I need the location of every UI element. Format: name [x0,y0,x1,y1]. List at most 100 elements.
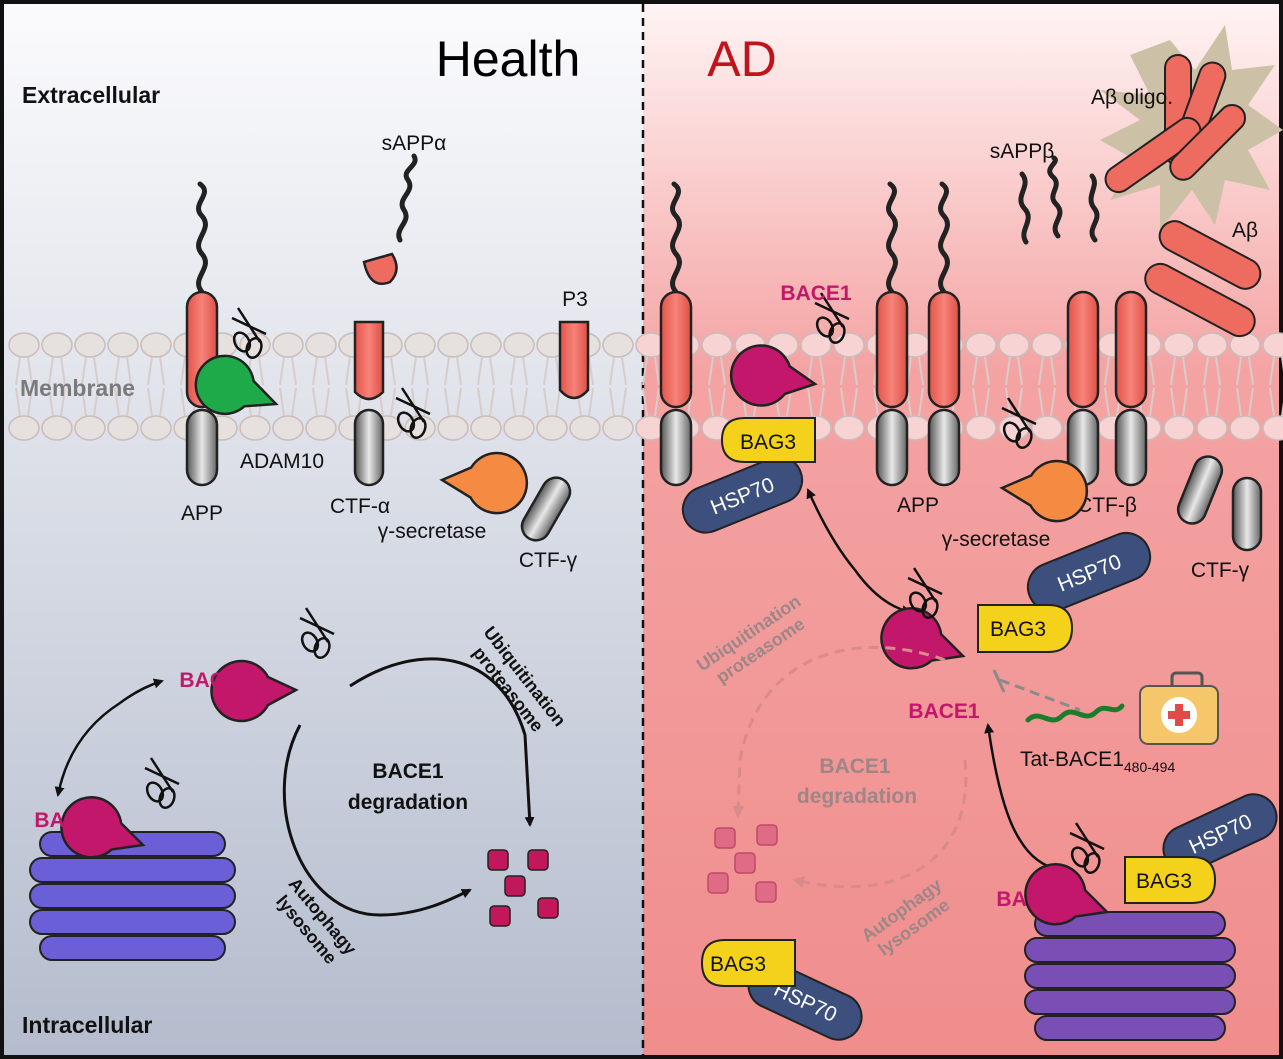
lipid-tail [852,356,858,386]
tat-label: Tat-BACE1480-494 [1020,748,1175,775]
sappa-label: sAPPα [382,132,447,155]
lipid-tail [291,387,297,417]
lipid-head [305,332,337,358]
ad-title: AD [707,31,776,87]
lipid-tail [279,387,285,417]
lipid-head [503,415,535,441]
lipid-head [239,332,271,358]
lipid-tail [411,387,417,417]
lipid-head [41,332,73,358]
bag3-bottom [700,939,796,987]
lipid-head [8,332,40,358]
hsp70-membrane [681,456,804,534]
lipid-tail [477,387,483,417]
sappb-fragments [1018,155,1100,245]
autophagy-arrow-health [282,724,472,917]
lipid-tail [642,387,648,417]
lipid-tail [444,356,450,386]
lipid-tail [1182,356,1188,386]
lipid-tail [654,356,660,386]
lipid-tail [345,356,351,386]
traffic-arrow-up-health [119,678,164,705]
lipid-head [437,332,469,358]
lipid-tail [984,356,990,386]
gamma-secretase-ad [999,396,1089,523]
traffic-arrow-up-ad [806,488,856,571]
bag3-membrane [720,417,816,463]
bag3-er [1124,856,1217,904]
lipid-tail [93,356,99,386]
ctf-alpha-label: CTF-α [330,495,390,518]
ctf-gamma-label-health: CTF-γ [519,549,578,572]
lipid-tail [147,356,153,386]
lipid-tail [609,356,615,386]
lipid-tail [1104,356,1110,386]
lipid-tail [1182,387,1188,417]
autophagy-arrow-ad [792,759,968,889]
app-label-health: APP [181,502,223,525]
lipid-tail [456,356,462,386]
lipid-tail [180,387,186,417]
health-title: Health [436,31,581,87]
lipid-head [998,332,1030,358]
abeta-oligomer-rods [1104,54,1247,194]
lipid-tail [918,356,924,386]
lipid-tail [390,387,396,417]
bace1-label-top-health: BACE1 [179,669,251,692]
lipid-head [107,415,139,441]
endoplasmic-reticulum-ad [1024,911,1236,1041]
lipid-head [1163,332,1195,358]
lipid-tail [126,387,132,417]
lipid-tail [1236,387,1242,417]
lipid-tail [720,387,726,417]
lipid-tail [621,356,627,386]
lipid-tail [159,356,165,386]
lipid-tail [456,387,462,417]
ubiquitination-arrow-health [349,657,535,827]
ctf-gamma-health [520,476,572,542]
traffic-arrow-down-health [54,701,121,797]
lipid-tail [279,356,285,386]
bag3-label-mid: BAG3 [990,618,1046,641]
lipid-tail [1038,387,1044,417]
bace1-er-ad [1024,821,1110,926]
abeta-oligo-label: Aβ oligo. [1091,86,1173,109]
lipid-tail [807,387,813,417]
lipid-head [503,332,535,358]
lipid-head [41,415,73,441]
lipid-tail [642,356,648,386]
lipid-head [833,332,865,358]
degradation-label-2-health: degradation [348,791,468,814]
lipid-head [1196,415,1228,441]
lipid-head [1163,415,1195,441]
lipid-tail [93,387,99,417]
app-protein-ad-mid2 [927,181,961,487]
ctf-gamma-ad-2 [1231,476,1263,552]
degraded-fragments-ad [707,824,778,903]
lipid-tail [411,356,417,386]
lipid-tail [1149,356,1155,386]
lipid-tail [1215,387,1221,417]
lipid-tail [543,387,549,417]
lipid-tail [708,356,714,386]
bag3-label-er: BAG3 [1136,870,1192,893]
bace1-label-mid-ad: BACE1 [908,700,980,723]
lipid-tail [1005,356,1011,386]
lipid-tail [609,387,615,417]
app-protein-ad-left [659,181,693,487]
lipid-head [1229,332,1261,358]
lipid-tail [81,356,87,386]
lipid-tail [840,387,846,417]
lipid-tail [159,387,165,417]
lipid-head [602,332,634,358]
lipid-tail [720,356,726,386]
lipid-tail [27,356,33,386]
lipid-head [1031,332,1063,358]
lipid-head [701,332,733,358]
abeta-monomer-2 [1144,262,1256,338]
lipid-tail [81,387,87,417]
inhibition-bar [992,669,1006,693]
lipid-tail [654,387,660,417]
